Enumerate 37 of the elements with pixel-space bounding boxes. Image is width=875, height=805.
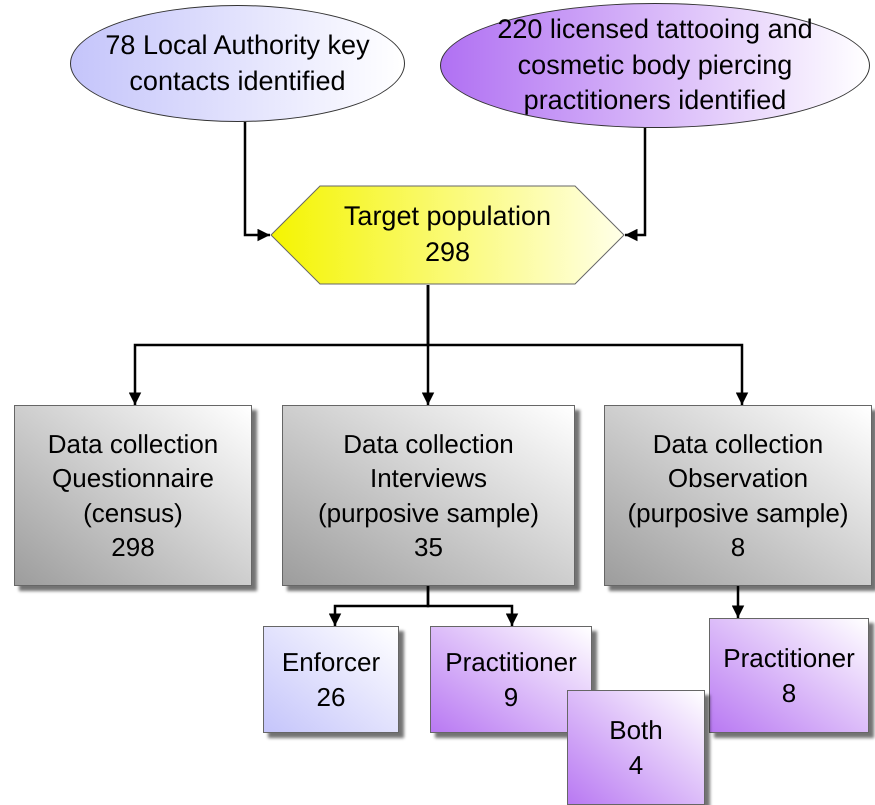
node-text: (census) <box>83 496 183 530</box>
node-text: Enforcer <box>282 646 380 680</box>
process-box <box>14 405 252 586</box>
node-text: 26 <box>316 680 346 714</box>
node-text: Both <box>609 714 663 748</box>
hexagon-node <box>270 185 625 285</box>
node-text: Data collection <box>343 428 514 461</box>
node-text: 9 <box>504 680 518 714</box>
node-text: 4 <box>628 748 644 782</box>
process-box <box>709 618 869 733</box>
process-box <box>282 405 575 586</box>
process-box <box>567 690 705 805</box>
node-text: Practitioner <box>723 642 855 676</box>
node-text: 220 licensed tattooing and cosmetic body piercing practitioners identified <box>496 13 814 118</box>
node-text: Target population <box>344 200 552 234</box>
arrow <box>625 128 646 242</box>
node-text: Data collection <box>652 428 824 461</box>
arrow <box>244 122 270 242</box>
process-box <box>604 405 872 586</box>
node-text: Interviews <box>370 462 488 496</box>
node-text: (purposive sample) <box>627 496 849 530</box>
process-box <box>430 626 592 733</box>
node-text: Data collection <box>48 428 218 461</box>
node-text: 8 <box>730 530 746 564</box>
node-text: 8 <box>782 676 796 710</box>
node-text: 298 <box>424 236 470 269</box>
node-text: Practitioner <box>445 646 577 680</box>
node-text: (purposive sample) <box>318 496 540 530</box>
node-text: Questionnaire <box>52 462 214 496</box>
node-text: 298 <box>111 530 155 564</box>
arrow <box>426 285 748 405</box>
node-text: Observation <box>668 462 808 496</box>
node-text: 78 Local Authority key contacts identified <box>104 28 371 98</box>
node-text: 35 <box>414 530 443 564</box>
process-box <box>263 626 399 733</box>
arrow <box>426 586 518 626</box>
arrow <box>732 586 744 618</box>
